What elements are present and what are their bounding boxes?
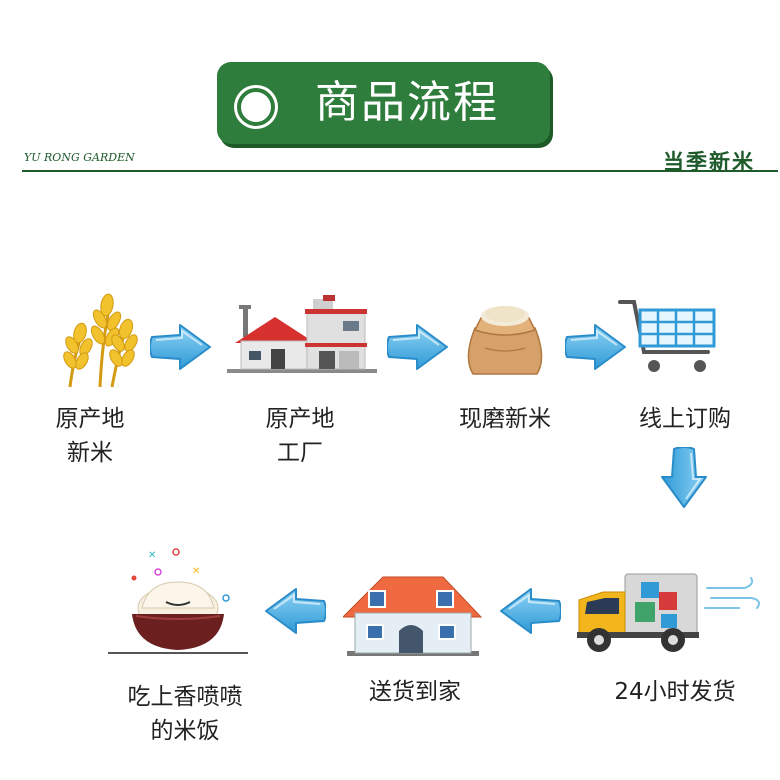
factory-icon [227, 295, 377, 375]
arrow-left-icon [497, 587, 562, 641]
arrow-right-icon [386, 323, 451, 377]
step-label: 原产地新米 [55, 406, 125, 466]
step-label: 线上订购 [639, 406, 731, 432]
rice-bowl-icon: ✕ ✕ [108, 548, 258, 662]
badge-dot-icon [237, 88, 275, 126]
shopping-cart-icon [618, 296, 722, 376]
brand-name: YU RONG GARDEN [24, 151, 135, 164]
step-label: 现磨新米 [459, 406, 551, 432]
rice-sack-icon [463, 288, 547, 378]
brand-slogan: 当季新米 [663, 149, 755, 174]
arrow-down-icon [660, 446, 710, 515]
header-divider [22, 170, 778, 172]
arrow-left-icon [262, 587, 327, 641]
title-badge: 商品流程 [217, 62, 550, 144]
wheat-icon [52, 285, 140, 390]
step-label: 送货到家 [369, 679, 461, 705]
step-label: 吃上香喷喷的米饭 [127, 684, 243, 744]
svg-text:✕: ✕ [148, 550, 156, 561]
house-icon [343, 573, 483, 657]
arrow-right-icon [149, 323, 214, 377]
page-title: 商品流程 [315, 77, 499, 128]
delivery-truck-icon [575, 570, 767, 658]
step-label: 原产地工厂 [265, 406, 335, 466]
step-label: 24小时发货 [614, 679, 736, 705]
svg-text:✕: ✕ [192, 566, 200, 577]
